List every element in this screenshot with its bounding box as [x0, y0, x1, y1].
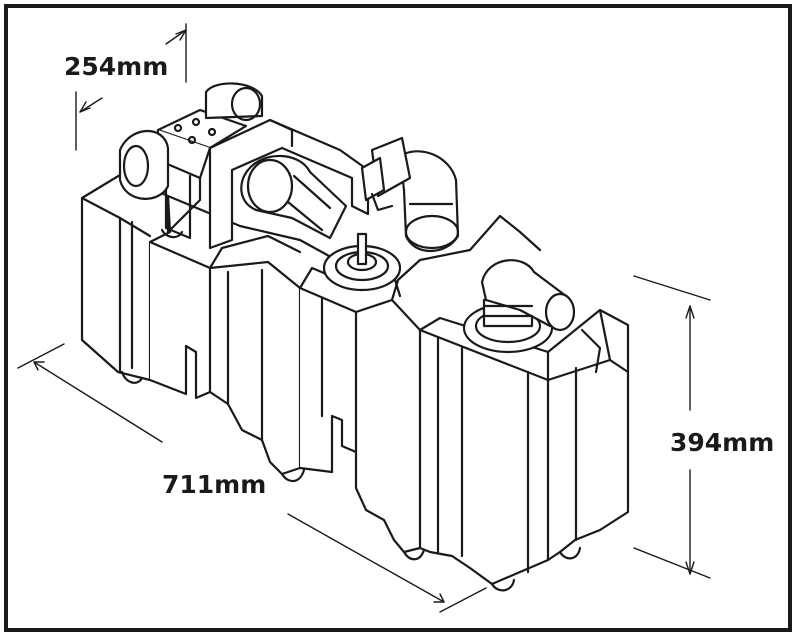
diagram-border	[4, 4, 792, 632]
elbow-pipe-rear	[360, 136, 460, 252]
height-dimension-label: 394mm	[670, 428, 775, 457]
elbow-pipe-front	[462, 259, 576, 354]
pump-bracket	[118, 82, 264, 240]
tank-body	[80, 173, 630, 592]
pipe-frame	[208, 118, 370, 250]
pump-cylinder	[240, 154, 348, 240]
width-dimension-label: 254mm	[64, 52, 169, 81]
length-dimension-label: 711mm	[162, 470, 267, 499]
dimension-lines	[17, 23, 711, 613]
center-fitting	[322, 232, 402, 292]
